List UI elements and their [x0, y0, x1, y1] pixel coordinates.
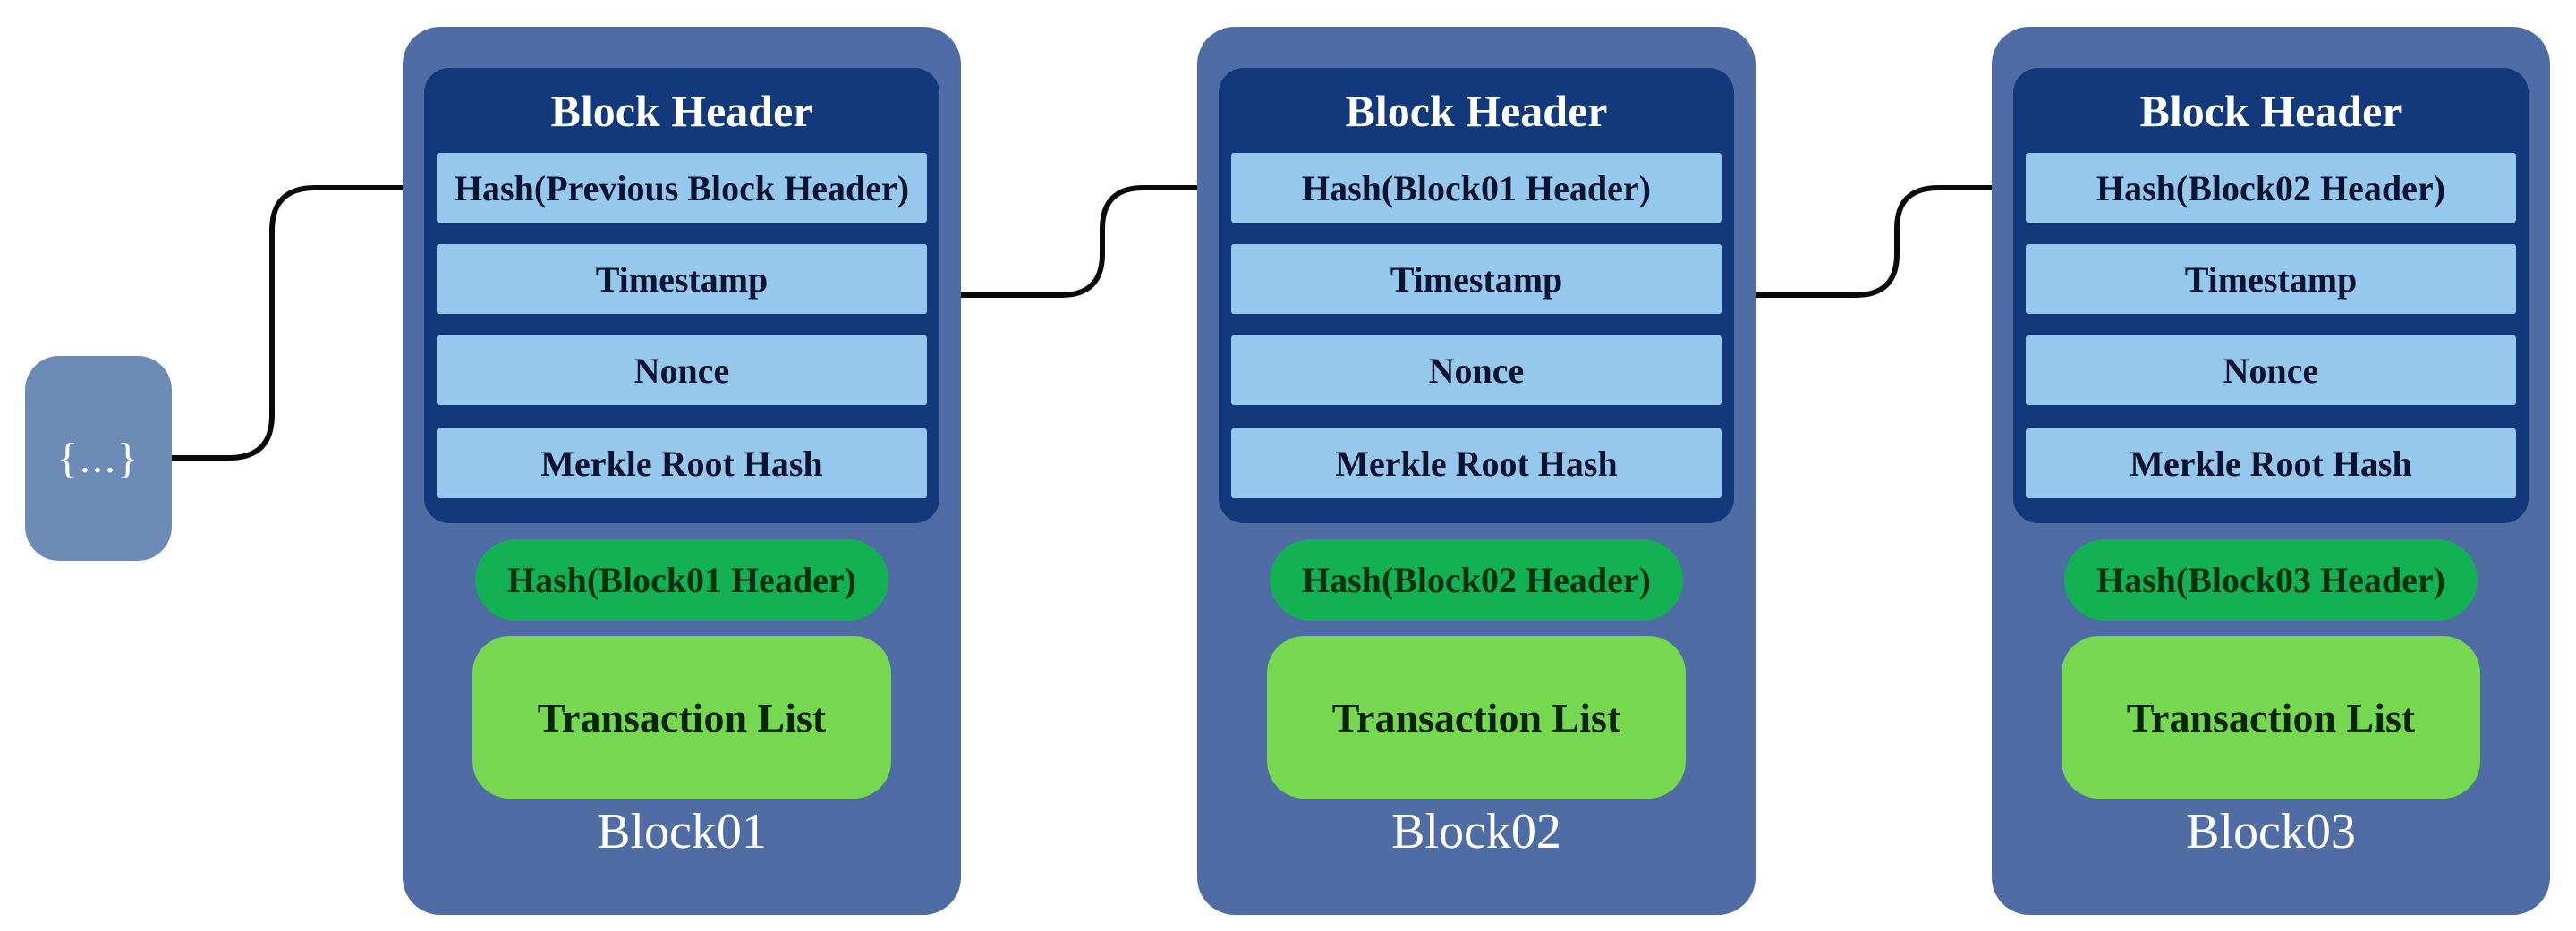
field-nonce: Nonce	[437, 335, 927, 405]
field-timestamp: Timestamp	[1231, 244, 1722, 314]
transaction-list: Transaction List	[2062, 636, 2480, 799]
field-previous-hash: Hash(Block01 Header)	[1231, 153, 1722, 223]
genesis-label: {...}	[56, 435, 140, 482]
block-hash-pill: Hash(Block03 Header)	[2064, 539, 2478, 621]
block-block03: Block Header Hash(Block02 Header) Timest…	[1992, 27, 2550, 915]
block-hash-pill: Hash(Block02 Header)	[1270, 539, 1683, 621]
block-header-title: Block Header	[2139, 85, 2402, 136]
field-merkle-root-hash: Merkle Root Hash	[437, 428, 927, 498]
field-timestamp: Timestamp	[437, 244, 927, 314]
block-block01: Block Header Hash(Previous Block Header)…	[403, 27, 961, 915]
field-timestamp: Timestamp	[2026, 244, 2516, 314]
block-header-panel: Block Header Hash(Previous Block Header)…	[424, 68, 939, 523]
block-header-title: Block Header	[1345, 85, 1608, 136]
block-label: Block02	[1391, 804, 1561, 859]
block-header-title: Block Header	[550, 85, 813, 136]
block-hash-pill: Hash(Block01 Header)	[475, 539, 888, 621]
field-nonce: Nonce	[2026, 335, 2516, 405]
transaction-list: Transaction List	[1267, 636, 1686, 799]
field-previous-hash: Hash(Previous Block Header)	[437, 153, 927, 223]
transaction-list: Transaction List	[472, 636, 891, 799]
block-header-panel: Block Header Hash(Block02 Header) Timest…	[2013, 68, 2529, 523]
block-label: Block01	[597, 804, 767, 859]
block-block02: Block Header Hash(Block01 Header) Timest…	[1197, 27, 1756, 915]
field-merkle-root-hash: Merkle Root Hash	[2026, 428, 2516, 498]
block-header-panel: Block Header Hash(Block01 Header) Timest…	[1219, 68, 1734, 523]
arrow-connector-genesis-to-block01	[172, 175, 438, 461]
field-previous-hash: Hash(Block02 Header)	[2026, 153, 2516, 223]
field-merkle-root-hash: Merkle Root Hash	[1231, 428, 1722, 498]
genesis-box: {...}	[25, 356, 172, 561]
block-label: Block03	[2186, 804, 2356, 859]
field-nonce: Nonce	[1231, 335, 1722, 405]
